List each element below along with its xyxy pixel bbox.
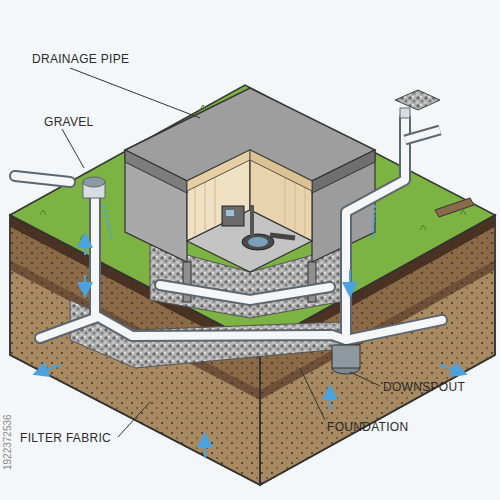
part-label: DOWNSPOUT [383, 380, 465, 394]
part-label: FILTER FABRIC [20, 431, 111, 445]
part-label: GRAVEL [44, 115, 94, 129]
watermark: 1922372536 [2, 414, 14, 470]
part-label: DRAINAGE PIPE [32, 52, 129, 66]
part-label: FOUNDATION [327, 420, 408, 434]
